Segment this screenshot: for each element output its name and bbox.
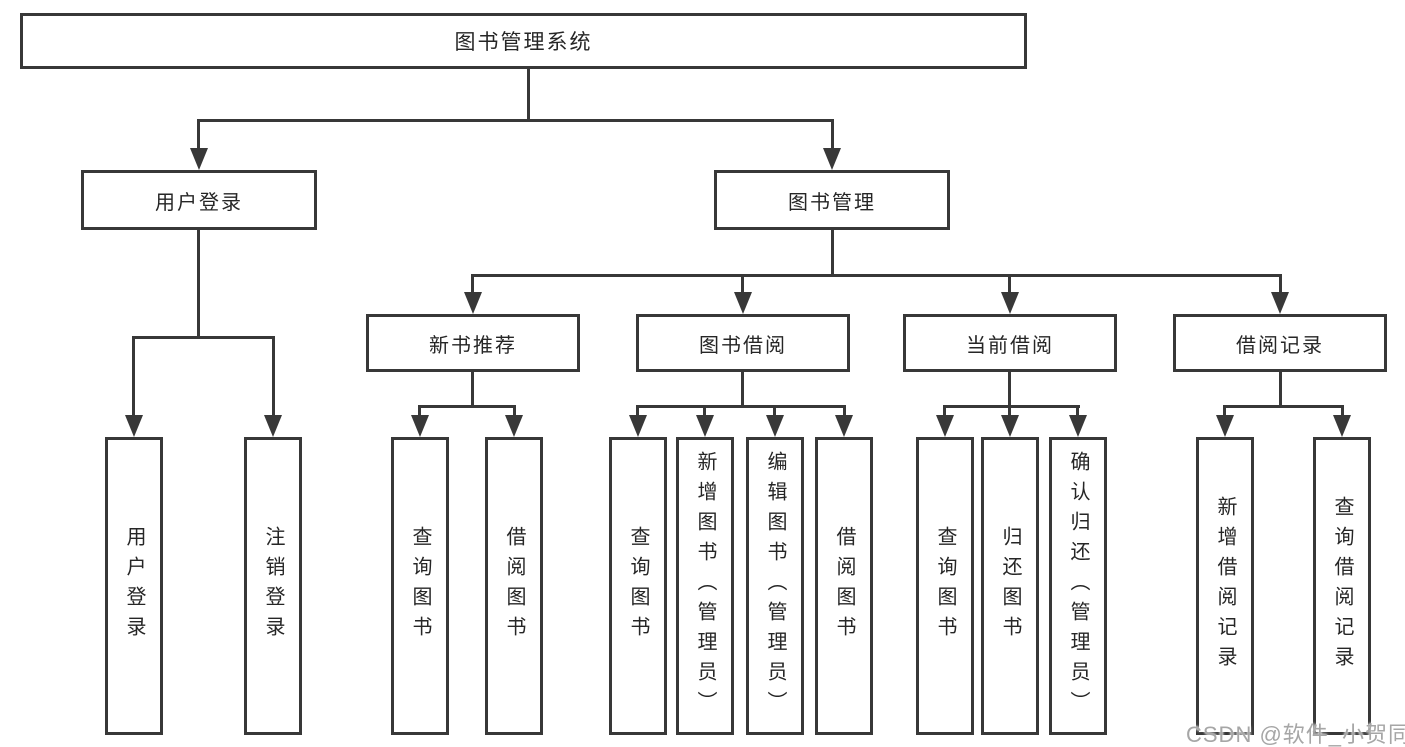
connector-line — [197, 230, 200, 336]
node-label: 借阅图书 — [503, 526, 525, 646]
node-label: 借阅图书 — [833, 526, 855, 646]
node-label: 查询图书 — [409, 526, 431, 646]
connector-line — [636, 405, 846, 408]
connector-line — [513, 405, 516, 419]
leaf-newbook-borrow-books: 借阅图书 — [485, 437, 543, 735]
leaf-current-query-books: 查询图书 — [916, 437, 974, 735]
connector-arrowhead — [835, 415, 853, 437]
node-label: 图书管理系统 — [454, 31, 593, 54]
node-label: 新增借阅记录 — [1214, 496, 1236, 676]
connector-line — [132, 336, 275, 339]
node-label: 用户登录 — [123, 526, 145, 646]
node-book-borrow: 图书借阅 — [636, 314, 850, 372]
connector-line — [1008, 274, 1011, 296]
connector-line — [1008, 405, 1011, 419]
node-label: 确认归还（管理员） — [1067, 451, 1089, 721]
node-book-management: 图书管理 — [714, 170, 950, 230]
node-label: 归还图书 — [999, 526, 1021, 646]
leaf-borrow-add-books-admin: 新增图书（管理员） — [676, 437, 734, 735]
node-borrow-records: 借阅记录 — [1173, 314, 1387, 372]
connector-line — [636, 405, 639, 419]
connector-line — [843, 405, 846, 419]
node-label: 编辑图书（管理员） — [764, 451, 786, 721]
connector-line — [831, 230, 834, 274]
node-label: 新增图书（管理员） — [694, 451, 716, 721]
connector-arrowhead — [823, 148, 841, 170]
connector-arrowhead — [766, 415, 784, 437]
leaf-borrow-query-books: 查询图书 — [609, 437, 667, 735]
node-label: 新书推荐 — [429, 334, 517, 357]
connector-line — [418, 405, 421, 419]
csdn-watermark: CSDN @软件_小贺同学 — [1186, 722, 1405, 747]
connector-line — [1279, 372, 1282, 405]
node-label: 查询图书 — [627, 526, 649, 646]
connector-arrowhead — [1271, 292, 1289, 314]
connector-arrowhead — [190, 148, 208, 170]
connector-line — [943, 405, 946, 419]
node-user-login: 用户登录 — [81, 170, 317, 230]
node-current-borrow: 当前借阅 — [903, 314, 1117, 372]
node-label: 查询借阅记录 — [1331, 496, 1353, 676]
connector-arrowhead — [125, 415, 143, 437]
leaf-newbook-query-books: 查询图书 — [391, 437, 449, 735]
leaf-records-query-record: 查询借阅记录 — [1313, 437, 1371, 735]
node-library-system: 图书管理系统 — [20, 13, 1027, 69]
node-label: 当前借阅 — [966, 334, 1054, 357]
connector-arrowhead — [1001, 292, 1019, 314]
leaf-borrow-borrow-books: 借阅图书 — [815, 437, 873, 735]
leaf-current-return-books: 归还图书 — [981, 437, 1039, 735]
connector-line — [831, 119, 834, 150]
connector-line — [773, 405, 776, 419]
connector-line — [703, 405, 706, 419]
connector-arrowhead — [629, 415, 647, 437]
connector-line — [527, 69, 530, 119]
connector-arrowhead — [1069, 415, 1087, 437]
connector-line — [471, 274, 1282, 277]
connector-line — [741, 372, 744, 405]
connector-line — [1223, 405, 1226, 419]
connector-line — [132, 336, 135, 418]
connector-arrowhead — [936, 415, 954, 437]
node-new-book-recommend: 新书推荐 — [366, 314, 580, 372]
leaf-logout: 注销登录 — [244, 437, 302, 735]
node-label: 注销登录 — [262, 526, 284, 646]
connector-line — [197, 119, 200, 150]
connector-arrowhead — [411, 415, 429, 437]
connector-arrowhead — [696, 415, 714, 437]
connector-line — [1223, 405, 1344, 408]
connector-line — [471, 274, 474, 296]
connector-line — [1279, 274, 1282, 296]
connector-line — [272, 336, 275, 418]
node-label: 借阅记录 — [1236, 334, 1324, 357]
connector-line — [471, 372, 474, 405]
connector-line — [1008, 372, 1011, 405]
leaf-current-confirm-return-admin: 确认归还（管理员） — [1049, 437, 1107, 735]
connector-arrowhead — [264, 415, 282, 437]
connector-line — [741, 274, 744, 296]
connector-arrowhead — [734, 292, 752, 314]
connector-line — [1341, 405, 1344, 419]
connector-line — [1076, 405, 1079, 419]
connector-arrowhead — [505, 415, 523, 437]
connector-arrowhead — [1216, 415, 1234, 437]
leaf-records-add-record: 新增借阅记录 — [1196, 437, 1254, 735]
connector-line — [943, 405, 1080, 408]
node-label: 查询图书 — [934, 526, 956, 646]
connector-arrowhead — [1333, 415, 1351, 437]
leaf-user-login: 用户登录 — [105, 437, 163, 735]
connector-arrowhead — [464, 292, 482, 314]
connector-arrowhead — [1001, 415, 1019, 437]
node-label: 图书借阅 — [699, 334, 787, 357]
leaf-borrow-edit-books-admin: 编辑图书（管理员） — [746, 437, 804, 735]
connector-line — [197, 119, 834, 122]
node-label: 用户登录 — [155, 191, 243, 214]
connector-line — [418, 405, 516, 408]
node-label: 图书管理 — [788, 191, 876, 214]
